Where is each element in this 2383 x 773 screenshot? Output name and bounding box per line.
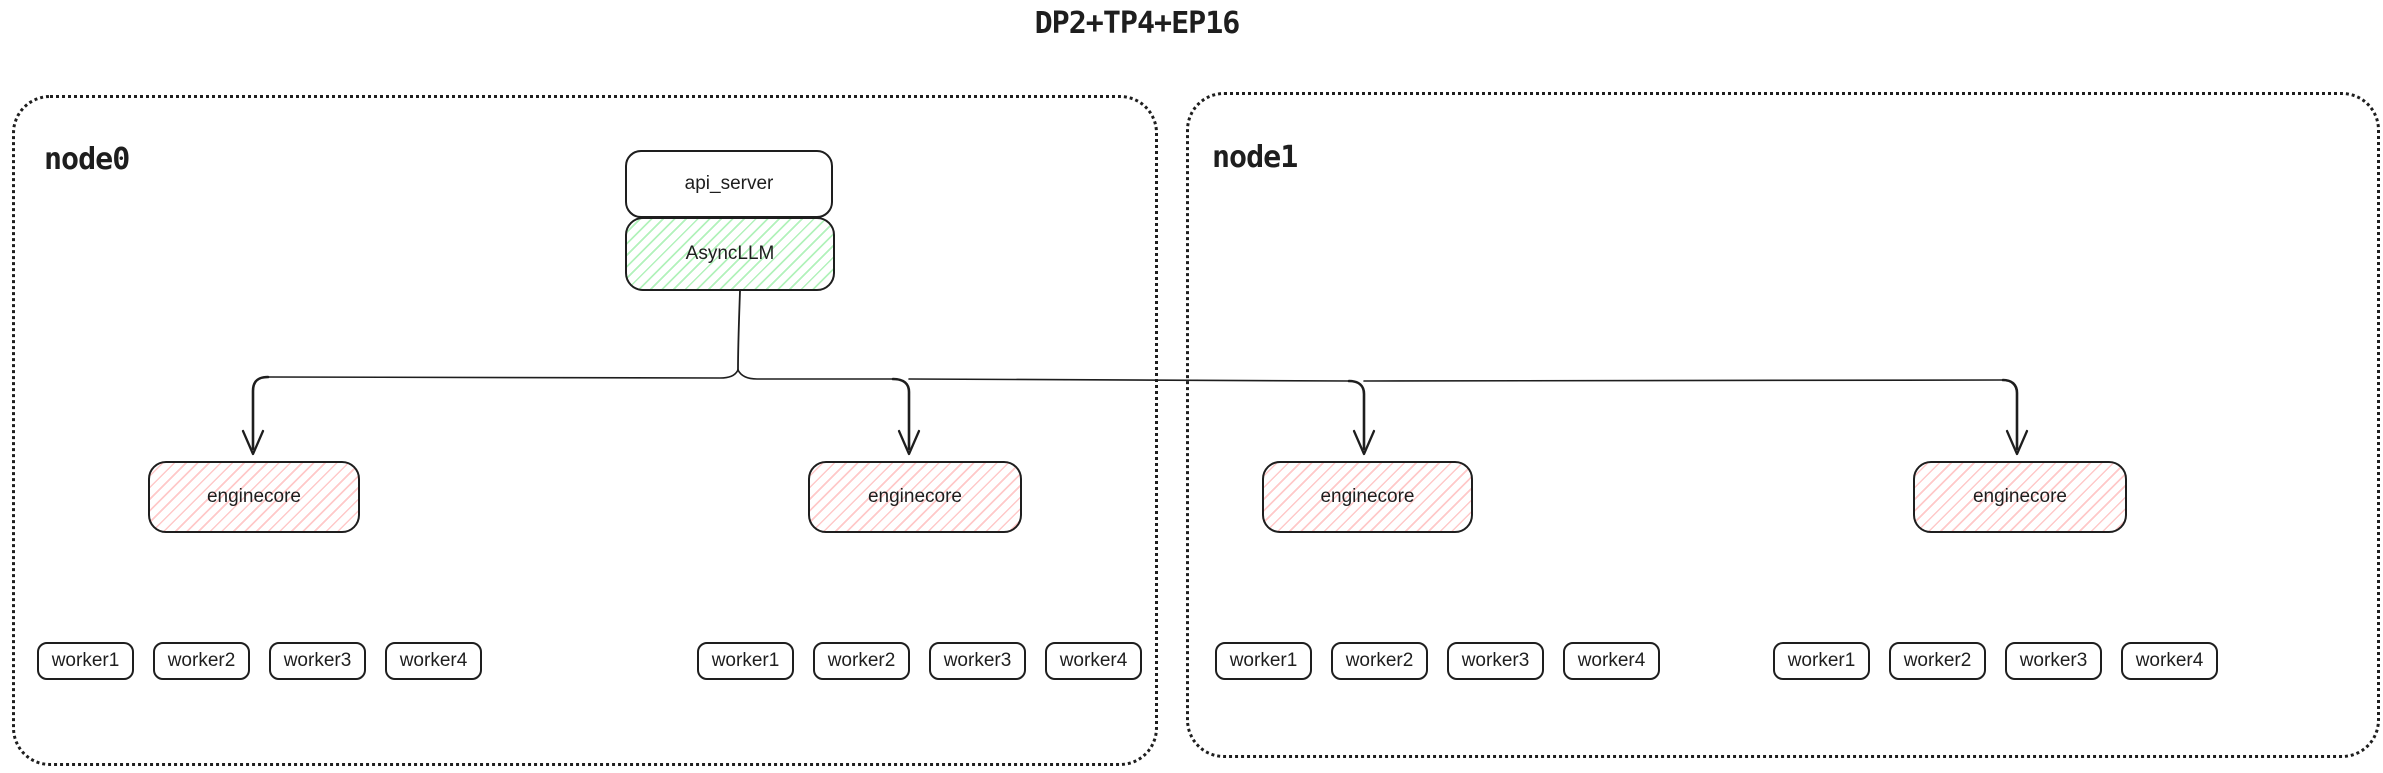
worker-label: worker3 xyxy=(2019,650,2088,671)
asyncllm-label: AsyncLLM xyxy=(685,243,775,264)
worker-pill: worker4 xyxy=(385,642,482,680)
worker-pill: worker4 xyxy=(1563,642,1660,680)
worker-label: worker2 xyxy=(1345,650,1414,671)
diagram-title: DP2+TP4+EP16 xyxy=(1034,6,1241,41)
worker-pill: worker3 xyxy=(269,642,366,680)
worker-pill: worker1 xyxy=(37,642,134,680)
enginecore-0-label: enginecore xyxy=(206,486,302,507)
node1-label: node1 xyxy=(1212,140,1298,175)
worker-pill: worker1 xyxy=(1215,642,1312,680)
worker-label: worker3 xyxy=(1461,650,1530,671)
worker-pill: worker4 xyxy=(2121,642,2218,680)
worker-pill: worker3 xyxy=(929,642,1026,680)
api-server-label: api_server xyxy=(684,173,774,194)
worker-group-2: worker1 worker2 worker3 worker4 xyxy=(1215,642,1660,680)
worker-label: worker3 xyxy=(283,650,352,671)
worker-label: worker4 xyxy=(2135,650,2204,671)
api-server-box: api_server xyxy=(625,150,833,218)
worker-pill: worker1 xyxy=(697,642,794,680)
node0-container xyxy=(12,95,1158,766)
enginecore-2-box: enginecore xyxy=(1262,461,1473,533)
worker-group-3: worker1 worker2 worker3 worker4 xyxy=(1773,642,2218,680)
worker-label: worker3 xyxy=(943,650,1012,671)
worker-pill: worker3 xyxy=(2005,642,2102,680)
worker-label: worker1 xyxy=(1787,650,1856,671)
worker-pill: worker4 xyxy=(1045,642,1142,680)
worker-label: worker4 xyxy=(399,650,468,671)
worker-label: worker2 xyxy=(827,650,896,671)
worker-pill: worker1 xyxy=(1773,642,1870,680)
worker-group-1: worker1 worker2 worker3 worker4 xyxy=(697,642,1142,680)
node0-label: node0 xyxy=(44,142,130,177)
enginecore-0-box: enginecore xyxy=(148,461,360,533)
enginecore-3-label: enginecore xyxy=(1972,486,2068,507)
worker-label: worker1 xyxy=(711,650,780,671)
enginecore-2-label: enginecore xyxy=(1320,486,1415,507)
asyncllm-box: AsyncLLM xyxy=(625,217,835,291)
worker-label: worker2 xyxy=(167,650,236,671)
worker-pill: worker2 xyxy=(813,642,910,680)
worker-label: worker2 xyxy=(1903,650,1972,671)
worker-pill: worker2 xyxy=(153,642,250,680)
enginecore-1-box: enginecore xyxy=(808,461,1022,533)
worker-group-0: worker1 worker2 worker3 worker4 xyxy=(37,642,482,680)
worker-pill: worker2 xyxy=(1331,642,1428,680)
worker-label: worker4 xyxy=(1059,650,1128,671)
worker-label: worker1 xyxy=(51,650,120,671)
node1-container xyxy=(1186,92,2380,758)
worker-pill: worker2 xyxy=(1889,642,1986,680)
worker-label: worker1 xyxy=(1229,650,1298,671)
enginecore-3-box: enginecore xyxy=(1913,461,2127,533)
enginecore-1-label: enginecore xyxy=(867,486,963,507)
worker-pill: worker3 xyxy=(1447,642,1544,680)
worker-label: worker4 xyxy=(1577,650,1646,671)
